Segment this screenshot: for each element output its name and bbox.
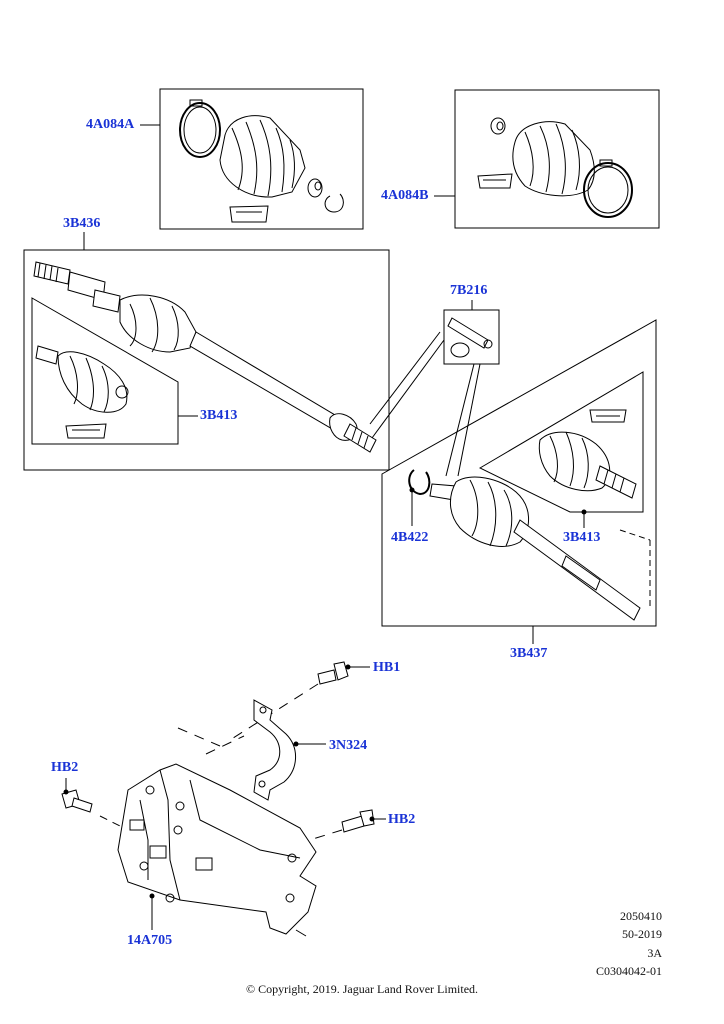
callout-3B413-left[interactable]: 3B413	[200, 408, 238, 423]
callout-7B216[interactable]: 7B216	[450, 283, 488, 298]
halfshaft-assembly-3B437[interactable]	[381, 319, 657, 627]
callout-3N324[interactable]: 3N324	[329, 738, 368, 753]
callout-HB2-left[interactable]: HB2	[51, 760, 79, 775]
callout-HB1[interactable]: HB1	[373, 660, 401, 675]
bolt-HB2-left[interactable]	[61, 789, 121, 827]
bolt-HB1[interactable]	[229, 661, 349, 741]
meta-line-1: 2050410	[620, 909, 662, 923]
copyright-notice: © Copyright, 2019. Jaguar Land Rover Lim…	[245, 982, 479, 996]
callout-HB2-right[interactable]: HB2	[388, 812, 416, 827]
bracket-3N324[interactable]	[205, 699, 296, 801]
callout-4A084B[interactable]: 4A084B	[381, 188, 429, 203]
leader-dots	[63, 487, 587, 899]
boot-kit-4A084A[interactable]	[159, 88, 364, 230]
boot-kit-4A084B[interactable]	[454, 89, 660, 229]
callout-3B436[interactable]: 3B436	[63, 216, 101, 231]
callout-4A084A[interactable]: 4A084A	[86, 117, 135, 132]
housing-14A705[interactable]	[117, 727, 317, 937]
callout-3B437[interactable]: 3B437	[510, 646, 548, 661]
callout-14A705[interactable]: 14A705	[127, 933, 173, 948]
bolt-HB2-right[interactable]	[289, 809, 375, 847]
meta-line-4: C0304042-01	[596, 964, 662, 978]
meta-line-3: 3A	[647, 946, 662, 960]
halfshaft-assembly-3B436[interactable]	[23, 249, 390, 471]
callout-4B422[interactable]: 4B422	[391, 530, 429, 545]
meta-line-2: 50-2019	[622, 927, 662, 941]
callout-3B413-right[interactable]: 3B413	[563, 530, 601, 545]
